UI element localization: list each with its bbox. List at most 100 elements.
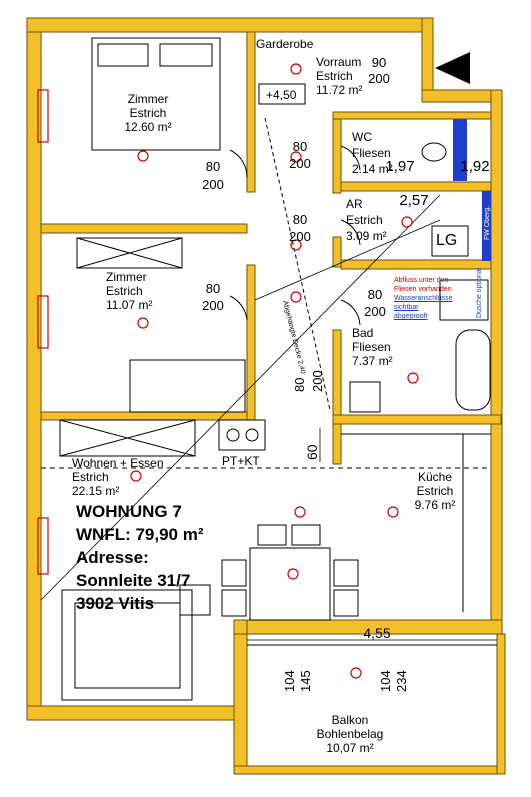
room-floor-vorraum: Estrich bbox=[316, 69, 353, 83]
wall-outer-top bbox=[26, 17, 434, 33]
wall-ar-left bbox=[332, 236, 342, 268]
room-area-ar: 3.09 m² bbox=[346, 229, 387, 243]
room-area-wc: 2.14 m² bbox=[352, 162, 393, 176]
wall-outer-right-upper bbox=[421, 17, 434, 97]
side-table bbox=[179, 584, 211, 616]
light-kueche bbox=[387, 506, 399, 518]
chair-right-b bbox=[333, 589, 359, 617]
dim-balkon-104b: 104 bbox=[378, 670, 393, 692]
room-floor-zimmer1: Estrich bbox=[129, 106, 167, 120]
diagonal-line-2 bbox=[254, 219, 441, 301]
door-arc-zimmer2 bbox=[229, 295, 248, 321]
window-wohnen bbox=[37, 517, 49, 575]
dim-wc-height: 1,92 bbox=[460, 158, 490, 175]
label-lg: LG bbox=[436, 232, 458, 249]
bed-zimmer1 bbox=[91, 37, 221, 151]
hob-ring-2 bbox=[245, 428, 259, 442]
unit-address-street: Sonnleite 31/7 bbox=[76, 571, 191, 590]
room-name-zimmer1: Zimmer bbox=[127, 92, 169, 106]
light-vorraum-2 bbox=[290, 151, 302, 163]
dim-door-zimmer1-h: 200 bbox=[202, 177, 224, 192]
dim-wc-width: 1,97 bbox=[385, 158, 415, 175]
wall-outer-bottom bbox=[26, 705, 248, 721]
light-zimmer2 bbox=[137, 317, 149, 329]
pillow-a bbox=[97, 43, 149, 67]
cabinet-wohnen bbox=[59, 419, 196, 457]
dim-door-corridor-w: 80 bbox=[292, 377, 307, 392]
door-arc-zimmer1 bbox=[229, 149, 248, 179]
desk-zimmer2 bbox=[129, 359, 246, 413]
room-name-ar: AR bbox=[346, 197, 363, 211]
hob-ring-1 bbox=[226, 428, 240, 442]
wall-kitchen-left bbox=[332, 423, 342, 465]
dim-balkon-width: 4,55 bbox=[363, 625, 391, 641]
dining-table bbox=[249, 547, 331, 621]
label-ptkt: PT+KT bbox=[222, 454, 260, 468]
entry-arrow-icon bbox=[435, 52, 470, 84]
chair-left-a bbox=[221, 559, 247, 587]
wall-bad-bottom bbox=[332, 414, 502, 425]
dim-balkon-104a: 104 bbox=[282, 670, 297, 692]
wardrobe-zimmer2 bbox=[76, 237, 183, 269]
wall-ar-bottom bbox=[340, 259, 492, 270]
unit-wnfl: WNFL: 79,90 m² bbox=[76, 525, 204, 544]
note-abfluss-1: Abfluss unter den bbox=[394, 277, 449, 284]
hob bbox=[218, 419, 266, 451]
room-area-wohnen: 22.15 m² bbox=[72, 484, 120, 498]
diagonal-line-1 bbox=[40, 194, 441, 601]
chair-top-a bbox=[257, 524, 287, 546]
chair-top-b bbox=[291, 524, 321, 546]
dim-door-corridor-h: 200 bbox=[310, 370, 325, 392]
room-floor-ar: Estrich bbox=[346, 213, 383, 227]
label-fw-oberg: FW Oberg. bbox=[484, 205, 491, 240]
room-floor-zimmer2: Estrich bbox=[106, 284, 143, 298]
dim-door-zimmer2-h: 200 bbox=[202, 298, 224, 313]
dim-door-bad-w: 80 bbox=[367, 287, 383, 302]
dim-balkon-145: 145 bbox=[298, 670, 313, 692]
dim-ar-width: 2,57 bbox=[399, 192, 429, 209]
dim-door-vorraum-w: 90 bbox=[371, 55, 387, 70]
pillow-b bbox=[159, 43, 213, 67]
window-zimmer1 bbox=[37, 89, 49, 143]
room-name-wc: WC bbox=[352, 130, 372, 144]
light-vorraum-1 bbox=[290, 63, 302, 75]
room-area-vorraum: 11.72 m² bbox=[316, 83, 363, 97]
furniture-lines bbox=[40, 37, 497, 701]
wall-zimmer-right-upper bbox=[246, 31, 256, 193]
toilet bbox=[421, 142, 447, 162]
door-arc-bad bbox=[340, 299, 361, 326]
light-bad bbox=[407, 372, 419, 384]
wall-balcony-bottom bbox=[233, 765, 503, 775]
label-dusche: Dusche optional bbox=[476, 267, 483, 318]
window-zimmer2 bbox=[37, 295, 49, 349]
wardrobe-x2 bbox=[76, 237, 183, 269]
wall-balcony-right bbox=[496, 633, 506, 775]
wall-zimmer2-bottom bbox=[40, 411, 248, 421]
light-vorraum-3 bbox=[290, 239, 302, 251]
walls bbox=[26, 17, 506, 775]
wall-outer-left bbox=[26, 17, 42, 721]
room-name-vorraum: Vorraum bbox=[316, 55, 362, 69]
room-floor-wc: Fliesen bbox=[352, 146, 391, 160]
wall-bad-left bbox=[332, 329, 342, 423]
room-area-zimmer2: 11.07 m² bbox=[106, 298, 153, 312]
wall-wc-bottom bbox=[340, 181, 492, 192]
note-wasser-1: Wasseranschlüsse bbox=[394, 295, 453, 302]
hall-dashed bbox=[264, 117, 331, 411]
wc-blue-panel bbox=[453, 119, 467, 181]
wall-balcony-side bbox=[233, 633, 248, 775]
label-garderobe: Garderobe bbox=[256, 37, 314, 51]
level-box bbox=[258, 83, 306, 105]
chair-left-b bbox=[221, 589, 247, 617]
windows bbox=[37, 89, 49, 575]
room-floor-bad: Fliesen bbox=[352, 340, 391, 354]
wall-outer-right bbox=[490, 89, 503, 631]
room-area-kueche: 9.76 m² bbox=[414, 498, 456, 512]
dim-door-vorraum-h: 200 bbox=[368, 71, 390, 86]
wall-zimmer-right-lower bbox=[246, 264, 256, 421]
room-name-bad: Bad bbox=[352, 326, 374, 340]
ar-blue-panel bbox=[482, 191, 491, 261]
sofa bbox=[61, 589, 193, 701]
